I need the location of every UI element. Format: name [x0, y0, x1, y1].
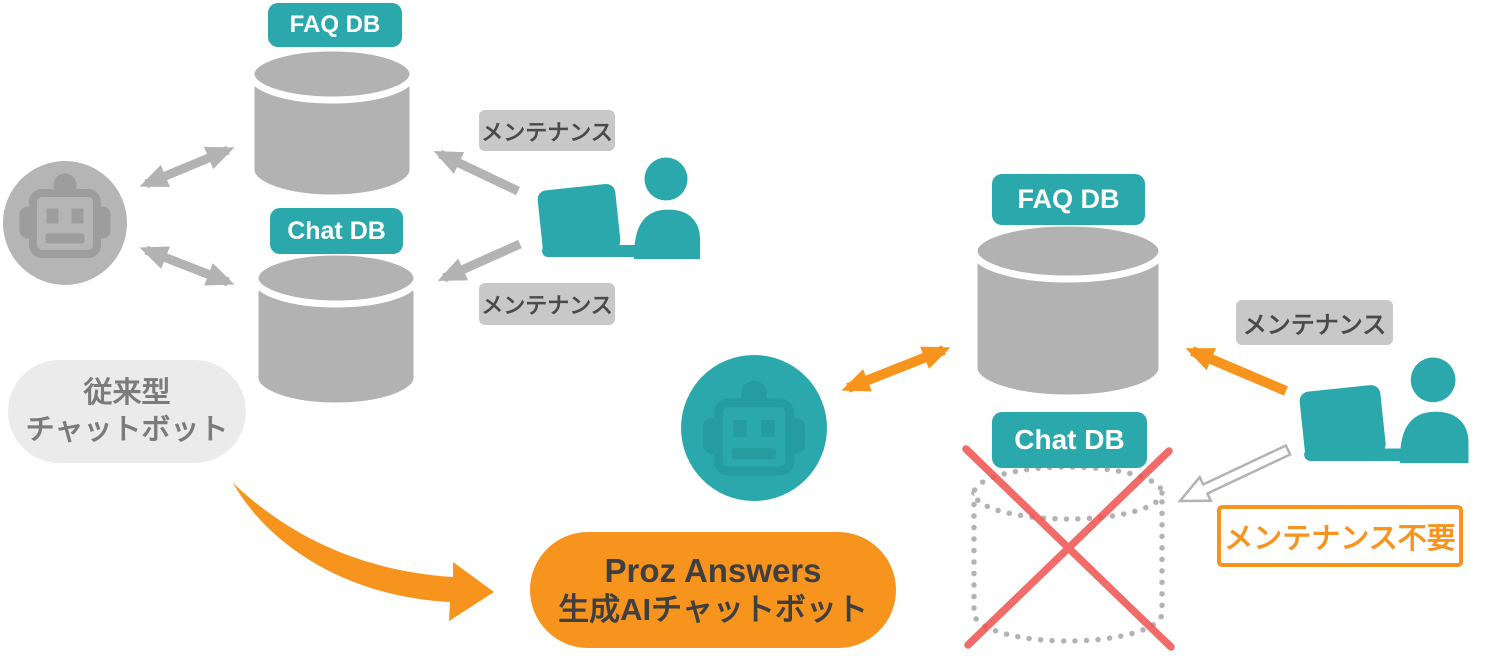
product-name: Proz Answers	[604, 552, 822, 589]
chat-db-label-left: Chat DB	[270, 208, 403, 254]
chat-database-removed-icon	[971, 464, 1165, 644]
legacy-chatbot-line1: 従来型	[83, 377, 171, 410]
double-arrow-icon	[139, 245, 235, 287]
chat-database-icon	[251, 248, 421, 410]
person-laptop-icon	[1298, 357, 1469, 464]
faq-database-icon	[970, 219, 1166, 402]
curved-arrow-icon	[233, 483, 494, 621]
arrow-icon	[433, 149, 520, 196]
double-arrow-icon	[139, 145, 235, 189]
maintenance-label-faq: メンテナンス	[479, 110, 615, 151]
chat-db-label-right: Chat DB	[992, 412, 1147, 468]
arrow-icon	[1185, 346, 1288, 396]
red-cross-icon	[962, 445, 1175, 651]
product-subtitle: 生成AIチャットボット	[558, 592, 868, 628]
double-arrow-icon	[841, 345, 951, 393]
faq-database-icon	[247, 44, 417, 202]
arrow-icon	[437, 239, 522, 283]
ai-robot-icon	[681, 355, 827, 501]
person-laptop-icon	[536, 157, 700, 259]
no-maintenance-badge: メンテナンス不要	[1217, 505, 1463, 567]
outline-arrow-icon	[1177, 443, 1292, 503]
faq-db-label-left: FAQ DB	[268, 3, 402, 47]
legacy-chatbot-pill: 従来型 チャットボット	[8, 360, 246, 463]
maintenance-label-right: メンテナンス	[1236, 300, 1393, 345]
robot-icon	[3, 161, 127, 285]
proz-answers-pill: Proz Answers 生成AIチャットボット	[530, 532, 896, 648]
faq-db-label-right: FAQ DB	[992, 174, 1145, 225]
legacy-chatbot-line2: チャットボット	[25, 413, 229, 446]
maintenance-label-chat: メンテナンス	[479, 283, 615, 325]
